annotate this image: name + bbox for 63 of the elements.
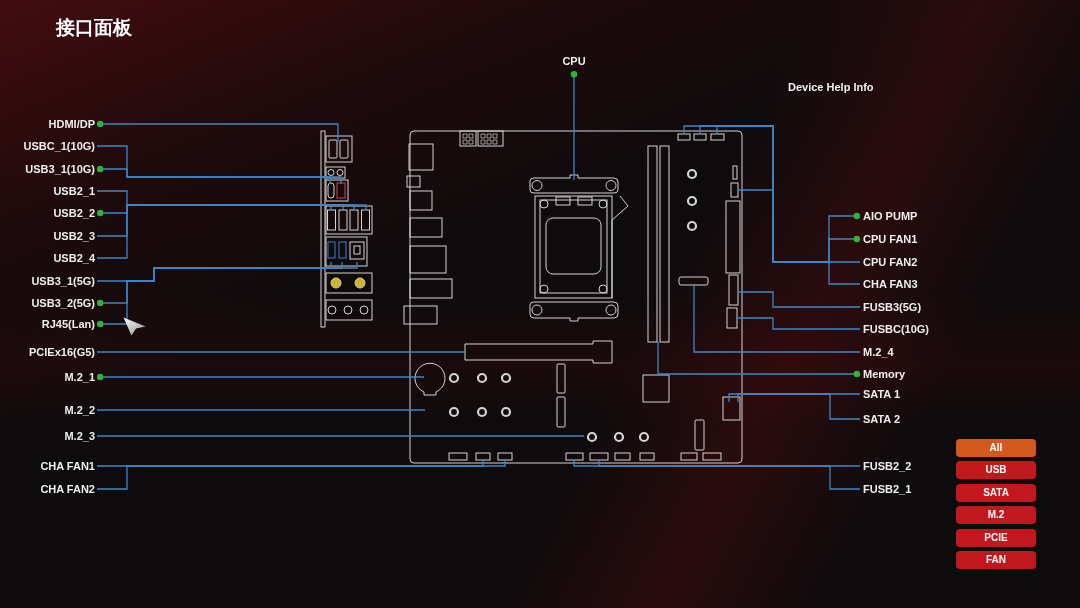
component-label: USB3_1(5G) bbox=[31, 274, 97, 288]
leader-line bbox=[736, 317, 861, 330]
leader-line bbox=[657, 340, 861, 378]
component-label: USB2_3 bbox=[53, 229, 97, 243]
leader-line bbox=[96, 373, 425, 381]
leader-line bbox=[693, 284, 861, 353]
category-button: FAN bbox=[956, 551, 1036, 569]
leader-line bbox=[96, 261, 332, 282]
component-label: FUSBC(10G) bbox=[860, 322, 929, 336]
leader-line bbox=[96, 204, 367, 259]
leader-line bbox=[96, 409, 426, 411]
component-label: Memory bbox=[860, 367, 906, 381]
leader-line bbox=[96, 145, 331, 185]
component-label: M.2_4 bbox=[860, 345, 894, 359]
component-label: USBC_1(10G) bbox=[23, 139, 97, 153]
leader-line bbox=[728, 393, 861, 420]
component-label: M.2_2 bbox=[64, 403, 97, 417]
category-button: USB bbox=[956, 461, 1036, 479]
leader-line bbox=[598, 459, 861, 490]
leader-line bbox=[96, 204, 355, 237]
category-button: M.2 bbox=[956, 506, 1036, 524]
component-label: FUSB2_2 bbox=[860, 459, 912, 473]
page-title: 接口面板 bbox=[56, 15, 132, 40]
leader-line bbox=[570, 70, 578, 181]
leader-line bbox=[96, 459, 506, 490]
leader-line bbox=[737, 291, 861, 308]
leader-line bbox=[737, 393, 861, 403]
leader-line bbox=[96, 165, 342, 185]
leader-line bbox=[96, 190, 332, 212]
component-label: CPU FAN2 bbox=[860, 255, 918, 269]
component-label: M.2_1 bbox=[64, 370, 97, 384]
component-label: USB3_2(5G) bbox=[31, 296, 97, 310]
component-label: FUSB2_1 bbox=[860, 482, 912, 496]
component-label: CPU FAN1 bbox=[860, 232, 918, 246]
section-heading: Device Help Info bbox=[788, 80, 874, 94]
component-label: M.2_3 bbox=[64, 429, 97, 443]
leader-line bbox=[96, 204, 344, 217]
component-label: USB2_1 bbox=[53, 184, 97, 198]
leader-line bbox=[573, 459, 861, 467]
category-button: SATA bbox=[956, 484, 1036, 502]
component-label: AIO PUMP bbox=[860, 209, 918, 223]
component-label: CHA FAN1 bbox=[40, 459, 97, 473]
component-label: SATA 1 bbox=[860, 387, 901, 401]
component-label: HDMI/DP bbox=[48, 117, 97, 131]
component-label: CHA FAN3 bbox=[860, 277, 918, 291]
component-label: SATA 2 bbox=[860, 412, 901, 426]
leader-line bbox=[96, 435, 585, 437]
leader-line bbox=[96, 120, 339, 143]
component-label: CHA FAN2 bbox=[40, 482, 97, 496]
component-label: CPU bbox=[562, 54, 586, 71]
component-label: RJ45(Lan) bbox=[41, 317, 97, 331]
component-label: USB2_2 bbox=[53, 206, 97, 220]
component-label: PCIEx16(G5) bbox=[28, 345, 97, 359]
leader-line bbox=[96, 351, 467, 353]
leader-line bbox=[96, 459, 484, 467]
category-button: All bbox=[956, 439, 1036, 457]
leader-line bbox=[737, 189, 861, 285]
leader-line bbox=[96, 261, 343, 307]
leader-line bbox=[96, 261, 358, 328]
component-label: USB3_1(10G) bbox=[25, 162, 97, 176]
category-button: PCIE bbox=[956, 529, 1036, 547]
component-label: FUSB3(5G) bbox=[860, 300, 922, 314]
component-label: USB2_4 bbox=[53, 251, 97, 265]
